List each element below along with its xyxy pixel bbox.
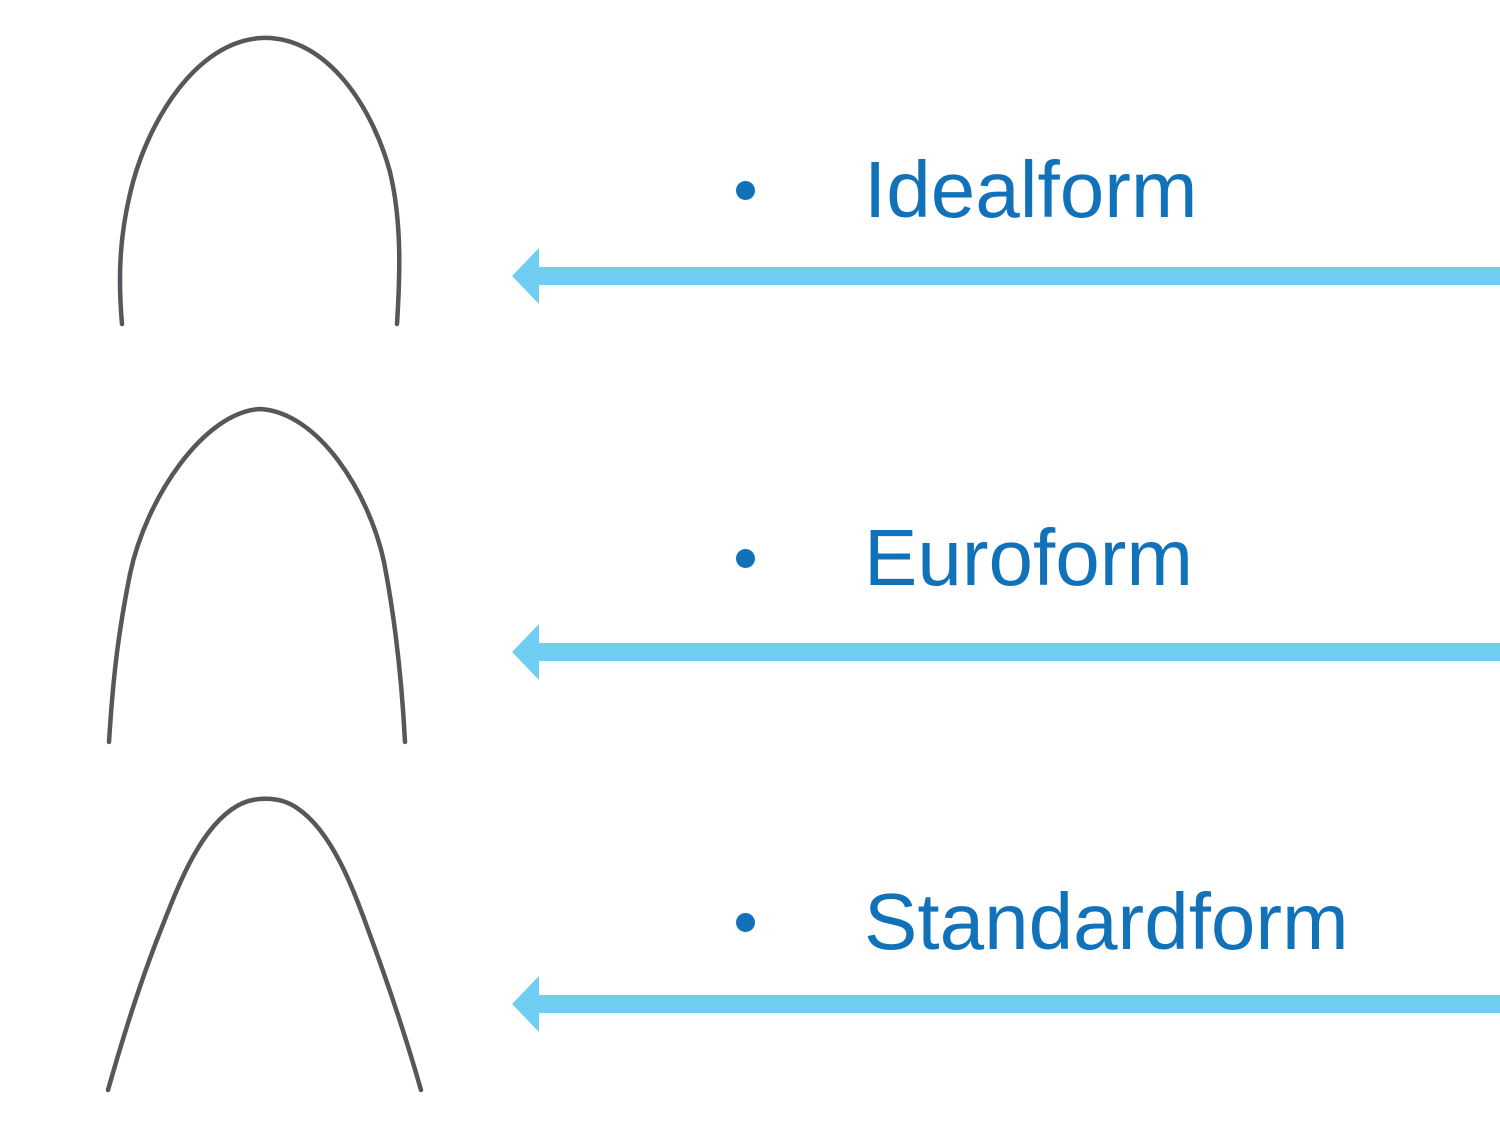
euroform-archwire-image bbox=[106, 406, 408, 745]
bullet-icon bbox=[736, 180, 755, 200]
archform-label-euroform: Euroform bbox=[864, 513, 1193, 602]
left-arrow-icon bbox=[512, 624, 1500, 680]
archform-label-idealform: Idealform bbox=[864, 145, 1198, 234]
idealform-archwire-image bbox=[117, 35, 402, 327]
label-row-standardform: Standardform bbox=[736, 880, 1349, 964]
standardform-archwire-image bbox=[105, 796, 424, 1093]
left-arrow-shape bbox=[512, 248, 1500, 304]
standardform-wire-path bbox=[105, 796, 424, 1093]
bullet-icon bbox=[736, 912, 755, 932]
left-arrow-icon bbox=[512, 976, 1500, 1032]
label-row-idealform: Idealform bbox=[736, 148, 1197, 232]
euroform-wire-path bbox=[106, 406, 408, 745]
label-row-euroform: Euroform bbox=[736, 516, 1193, 600]
left-arrow-icon bbox=[512, 248, 1500, 304]
left-arrow-shape bbox=[512, 976, 1500, 1032]
idealform-wire-path bbox=[117, 35, 402, 327]
bullet-icon bbox=[736, 548, 755, 568]
left-arrow-shape bbox=[512, 624, 1500, 680]
archform-label-standardform: Standardform bbox=[864, 877, 1349, 966]
